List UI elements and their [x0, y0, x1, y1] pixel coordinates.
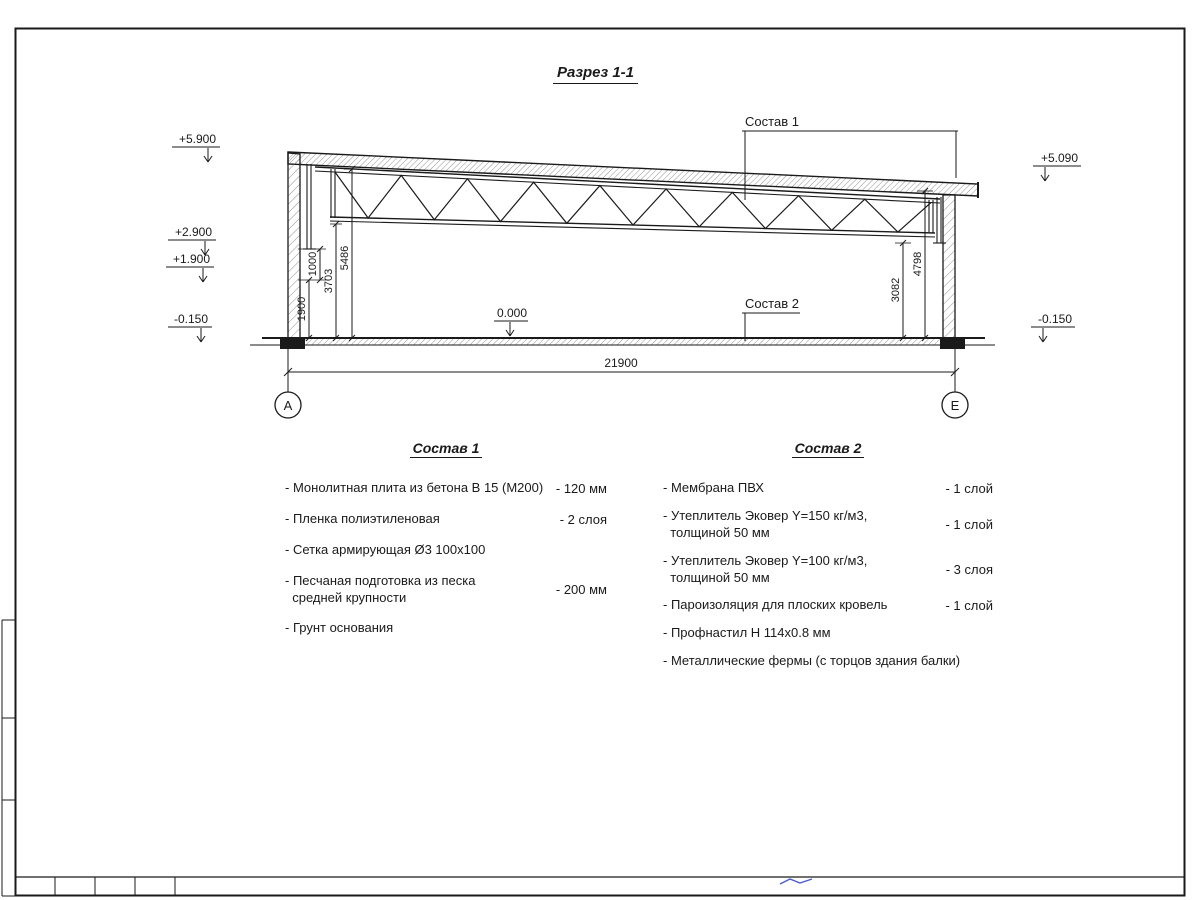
building-section	[250, 151, 995, 349]
material-row: - Грунт основания	[285, 620, 607, 637]
material-name: - Песчаная подготовка из песка средней к…	[285, 572, 476, 605]
truss-web-diagonals	[334, 171, 932, 233]
elev-left-top: +5.900	[179, 132, 216, 146]
sostav2-list: Состав 2 - Мембрана ПВХ - 1 слой - Утепл…	[663, 440, 993, 681]
truss	[303, 164, 946, 250]
dim-1900: 1900	[296, 297, 308, 321]
material-row: - Профнастил Н 114х0.8 мм	[663, 625, 993, 642]
right-wall	[942, 194, 956, 339]
material-quantity: - 1 слой	[945, 480, 993, 496]
elev-zero: 0.000	[497, 306, 527, 320]
material-quantity: - 3 слоя	[945, 562, 993, 578]
sostav1-list-title: Состав 1	[409, 440, 483, 458]
sostav1-list-header: Состав 1	[285, 440, 607, 458]
material-row: - Песчаная подготовка из песка средней к…	[285, 573, 607, 607]
material-name: - Профнастил Н 114х0.8 мм	[663, 625, 831, 641]
elev-left-bottom: -0.150	[174, 312, 208, 326]
composition-leaders	[742, 130, 958, 341]
dims-right	[895, 187, 933, 342]
material-quantity: - 2 слоя	[559, 511, 607, 527]
floor-slab	[287, 337, 956, 346]
dim-3082: 3082	[890, 278, 902, 302]
material-row: - Монолитная плита из бетона В 15 (М200)…	[285, 480, 607, 497]
material-name: - Мембрана ПВХ	[663, 480, 764, 495]
sostav2-list-header: Состав 2	[663, 440, 993, 458]
dims-left	[298, 165, 358, 342]
material-quantity: - 1 слой	[945, 517, 993, 533]
blue-annotation-mark	[779, 878, 813, 885]
material-name: - Утеплитель Эковер Y=100 кг/м3, толщино…	[663, 552, 868, 585]
material-name: - Пароизоляция для плоских кровель	[663, 597, 888, 613]
material-row: - Мембрана ПВХ - 1 слой	[663, 480, 993, 497]
elev-right-top: +5.090	[1041, 151, 1078, 165]
material-row: - Утеплитель Эковер Y=150 кг/м3, толщино…	[663, 508, 993, 542]
material-name: - Сетка армирующая Ø3 100х100	[285, 541, 486, 557]
axis-markers: А Е	[274, 391, 969, 419]
axis-a: А	[284, 398, 293, 413]
roof-slab	[287, 151, 979, 197]
elev-right-bottom: -0.150	[1038, 312, 1072, 326]
material-quantity: - 1 слой	[945, 598, 993, 614]
material-name: - Металлические фермы (с торцов здания б…	[663, 653, 961, 669]
sheet-frame	[1, 27, 1186, 897]
dim-21900: 21900	[604, 356, 638, 370]
left-footing	[280, 338, 305, 349]
material-row: - Металлические фермы (с торцов здания б…	[663, 653, 993, 670]
material-name: - Пленка полиэтиленовая	[285, 510, 440, 526]
material-quantity: - 120 мм	[555, 480, 607, 496]
sostav2-drawing-label: Состав 2	[745, 296, 799, 311]
material-row: - Утеплитель Эковер Y=100 кг/м3, толщино…	[663, 553, 993, 587]
dim-5486: 5486	[339, 246, 351, 270]
dim-bottom	[283, 348, 960, 392]
dim-4798: 4798	[912, 252, 924, 276]
material-row: - Пленка полиэтиленовая - 2 слоя	[285, 511, 607, 528]
right-footing	[940, 338, 965, 349]
axis-e: Е	[951, 398, 960, 413]
material-row: - Сетка армирующая Ø3 100х100	[285, 542, 607, 559]
sostav1-list: Состав 1 - Монолитная плита из бетона В …	[285, 440, 607, 651]
material-quantity: - 200 мм	[555, 582, 607, 598]
sostav1-drawing-label: Состав 1	[745, 114, 799, 129]
section-title: Разрез 1-1	[553, 64, 639, 84]
sostav2-list-title: Состав 2	[791, 440, 865, 458]
material-row: - Пароизоляция для плоских кровель - 1 с…	[663, 597, 993, 614]
elev-left-mid2: +1.900	[173, 252, 210, 266]
material-name: - Утеплитель Эковер Y=150 кг/м3, толщино…	[663, 507, 868, 540]
dim-3703: 3703	[323, 269, 335, 293]
dim-1000: 1000	[307, 252, 319, 276]
elevation-marks	[166, 146, 1081, 343]
elev-left-mid1: +2.900	[175, 225, 212, 239]
material-name: - Грунт основания	[285, 620, 394, 636]
material-name: - Монолитная плита из бетона В 15 (М200)	[285, 480, 544, 495]
